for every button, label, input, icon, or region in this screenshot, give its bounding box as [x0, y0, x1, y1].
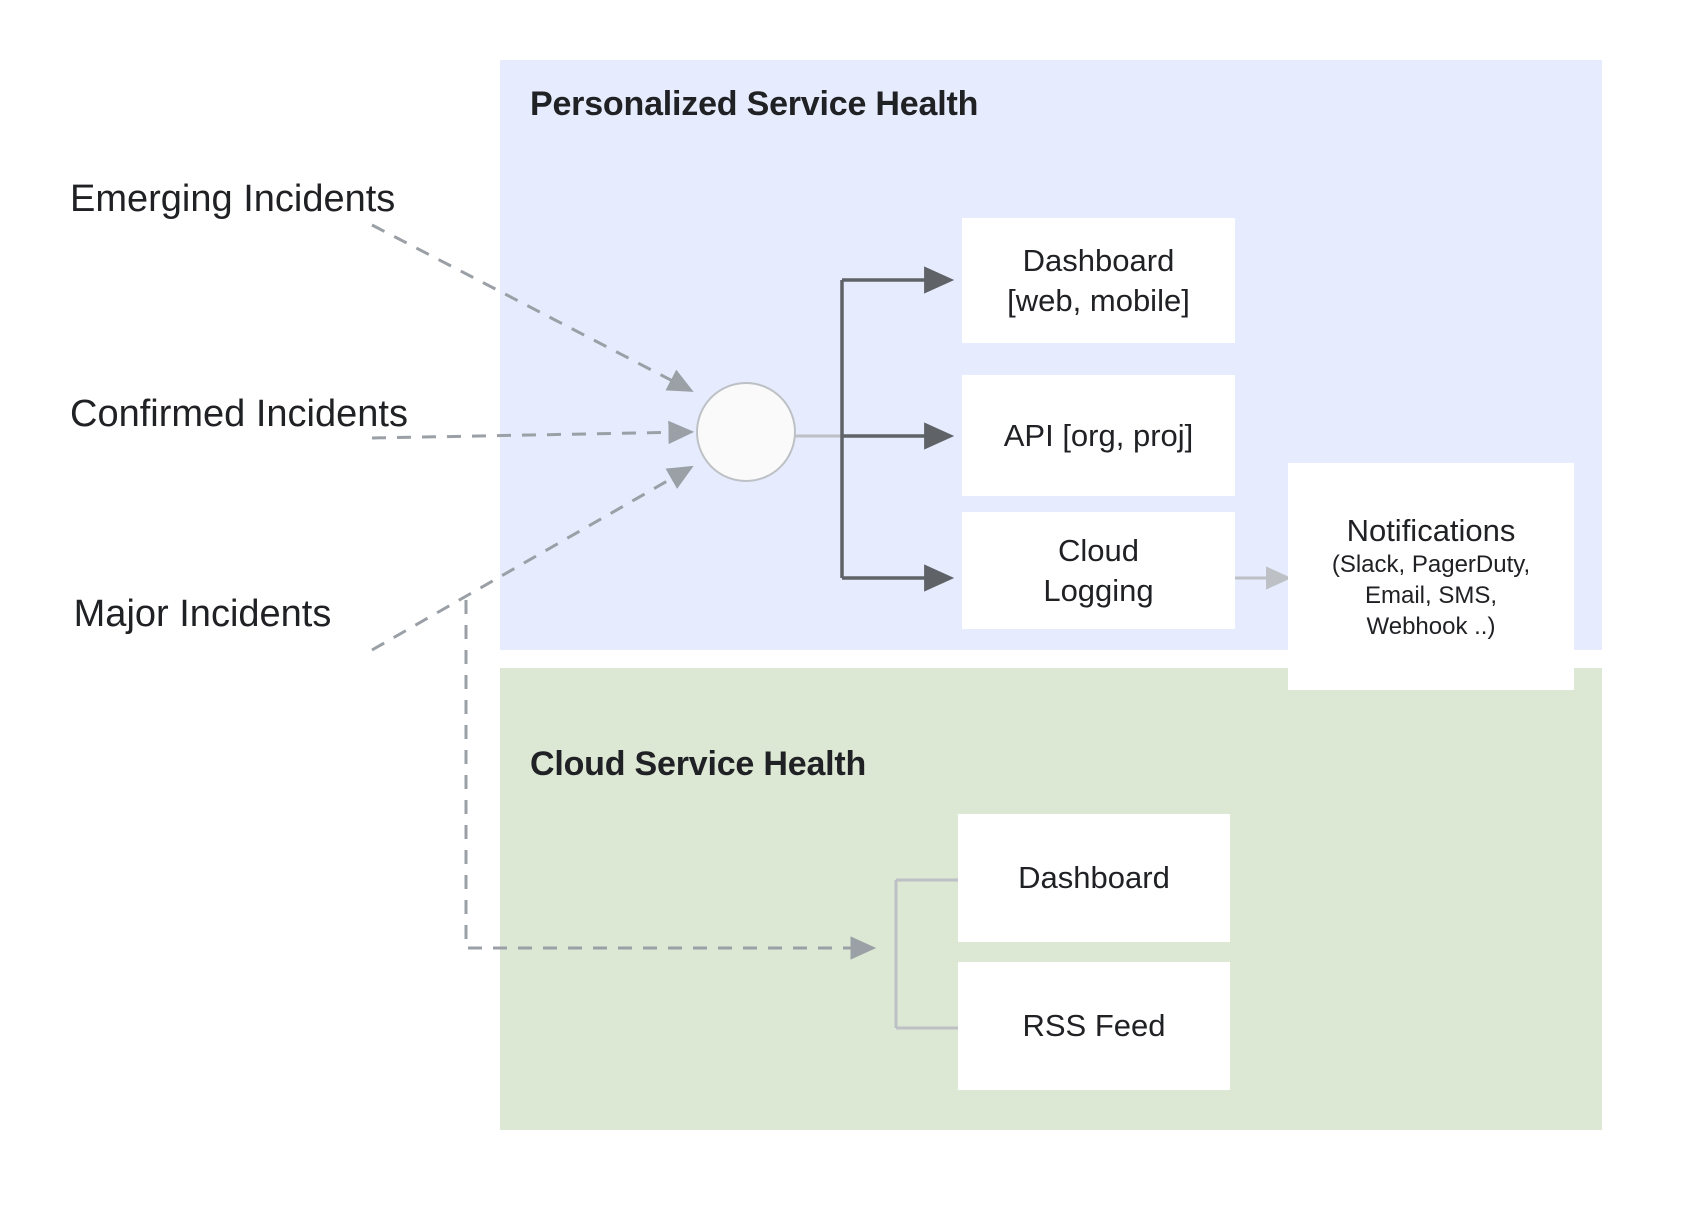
- node-psh-notifications-line4: Webhook ..): [1366, 612, 1496, 640]
- node-csh-dashboard-line1: Dashboard: [1018, 860, 1170, 896]
- panel-title-personalized-service-health: Personalized Service Health: [530, 85, 979, 123]
- node-psh-cloud-logging-line1: Cloud: [1058, 532, 1139, 568]
- node-psh-notifications-line2: (Slack, PagerDuty,: [1331, 551, 1531, 579]
- source-label-major-incidents: Major Incidents: [70, 590, 335, 639]
- source-label-major-incidents-line1: Major: [73, 593, 169, 635]
- node-psh-dashboard[interactable]: Dashboard [web, mobile]: [962, 218, 1235, 343]
- node-psh-cloud-logging-line2: Logging: [1043, 572, 1154, 608]
- node-psh-notifications-line3: Email, SMS,: [1364, 581, 1497, 609]
- node-psh-api[interactable]: API [org, proj]: [962, 375, 1235, 496]
- node-csh-dashboard[interactable]: Dashboard: [958, 814, 1230, 942]
- node-psh-api-line1: API [org, proj]: [1003, 417, 1194, 453]
- source-label-emerging-incidents-line2: Incidents: [243, 178, 396, 220]
- panel-title-cloud-service-health: Cloud Service Health: [530, 745, 867, 783]
- node-csh-rss-feed-line1: RSS Feed: [1022, 1008, 1166, 1044]
- source-label-emerging-incidents: Emerging Incidents: [70, 175, 395, 224]
- source-label-major-incidents-line2: Incidents: [179, 593, 332, 635]
- source-label-confirmed-incidents-line2: Incidents: [255, 393, 408, 435]
- node-psh-dashboard-line1: Dashboard: [1022, 242, 1175, 278]
- node-psh-cloud-logging[interactable]: Cloud Logging: [962, 512, 1235, 629]
- node-psh-notifications-line1: Notifications: [1346, 512, 1516, 548]
- source-label-confirmed-incidents: Confirmed Incidents: [70, 390, 408, 439]
- aggregator-node: [696, 382, 796, 482]
- source-label-confirmed-incidents-line1: Confirmed: [70, 393, 246, 435]
- node-csh-rss-feed[interactable]: RSS Feed: [958, 962, 1230, 1090]
- node-psh-dashboard-line2: [web, mobile]: [1007, 282, 1190, 318]
- node-psh-notifications[interactable]: Notifications (Slack, PagerDuty, Email, …: [1288, 463, 1574, 690]
- source-label-emerging-incidents-line1: Emerging: [70, 178, 233, 220]
